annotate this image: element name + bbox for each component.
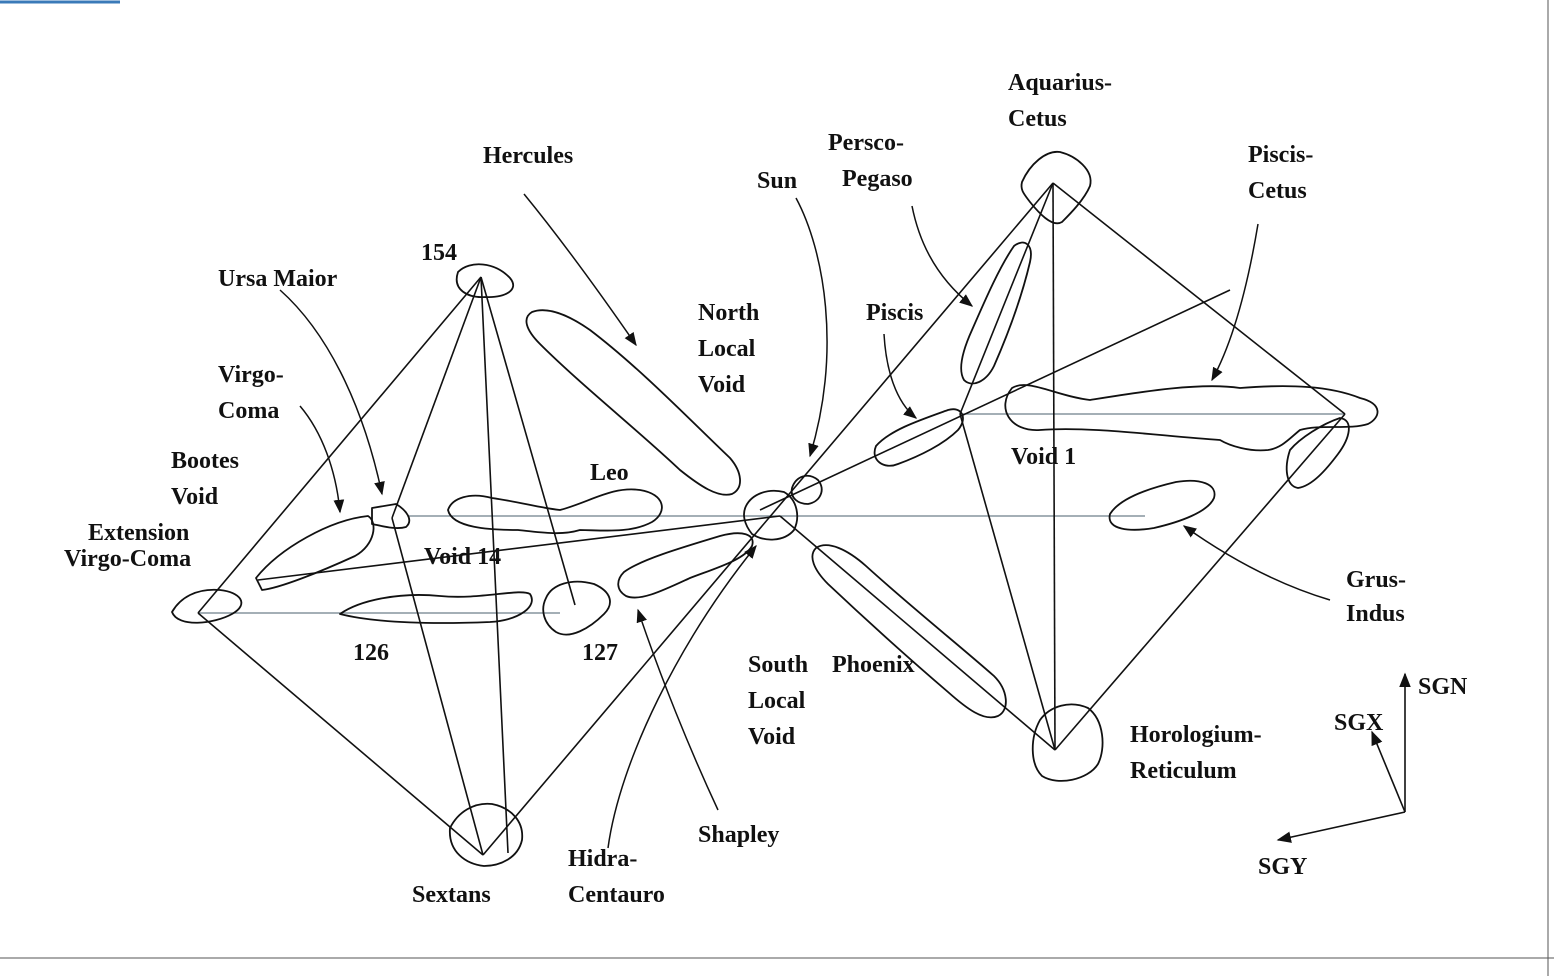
blob-local-group bbox=[743, 489, 799, 541]
blob-bootes-virgo-filament bbox=[255, 515, 375, 591]
label-sgn: SGN bbox=[1418, 674, 1468, 700]
label-persco-pegaso: Persco-Pegaso bbox=[828, 130, 913, 192]
label-leo: Leo bbox=[590, 460, 629, 486]
label-grus-indus: Grus-Indus bbox=[1346, 567, 1406, 627]
blob-extension-virgo-coma bbox=[171, 588, 243, 624]
filament-axes bbox=[198, 413, 1345, 614]
blob-horologium-reticulum bbox=[1031, 703, 1104, 782]
label-piscis: Piscis bbox=[866, 300, 923, 326]
blob-void14-left bbox=[339, 591, 533, 624]
blob-hercules-filament bbox=[525, 309, 741, 496]
label-shapley: Shapley bbox=[698, 822, 779, 848]
blob-piscis-cetus-tail bbox=[1285, 417, 1350, 489]
supergalactic-axes bbox=[1276, 672, 1411, 843]
labels: Aquarius-Cetus Persco-Pegaso Piscis-Cetu… bbox=[64, 70, 1468, 908]
label-sgy: SGY bbox=[1258, 854, 1307, 880]
label-sgx: SGX bbox=[1334, 710, 1384, 736]
blob-ursa-maior bbox=[371, 503, 411, 529]
blob-sextans bbox=[449, 802, 524, 867]
sgy-axis-arrow bbox=[1276, 811, 1406, 843]
blob-phoenix-filament bbox=[811, 544, 1007, 719]
label-void-1: Void 1 bbox=[1011, 444, 1076, 470]
sgx-axis-arrow bbox=[1371, 730, 1406, 813]
label-126: 126 bbox=[353, 640, 389, 666]
label-phoenix: Phoenix bbox=[832, 652, 915, 678]
blob-grus-indus bbox=[1108, 479, 1216, 531]
label-sextans: Sextans bbox=[412, 882, 491, 908]
blob-leo bbox=[447, 488, 663, 535]
structure-blobs bbox=[171, 151, 1379, 867]
blob-127 bbox=[542, 580, 611, 636]
label-piscis-cetus: Piscis-Cetus bbox=[1248, 142, 1313, 204]
structure-edges bbox=[197, 182, 1346, 856]
label-virgo-coma: Virgo-Coma bbox=[218, 362, 284, 424]
label-127: 127 bbox=[582, 640, 618, 666]
label-horologium-reticulum: Horologium-Reticulum bbox=[1130, 722, 1262, 784]
blob-hidra-centauro bbox=[617, 532, 754, 599]
label-sun: Sun bbox=[757, 168, 797, 194]
blob-persco-pegaso bbox=[960, 241, 1032, 385]
label-hercules: Hercules bbox=[483, 143, 573, 169]
blob-154 bbox=[455, 263, 515, 298]
label-void-14: Void 14 bbox=[424, 544, 501, 570]
pointer-arrows bbox=[279, 193, 1331, 849]
label-aquarius-cetus: Aquarius-Cetus bbox=[1008, 70, 1112, 132]
blob-void1-pisces-cetus bbox=[1004, 384, 1379, 452]
blob-sun bbox=[790, 474, 823, 505]
blob-piscis bbox=[873, 408, 964, 467]
label-ursa-maior: Ursa Maior bbox=[218, 266, 338, 292]
blob-aquarius-cetus bbox=[1020, 151, 1092, 225]
label-hidra-centauro: Hidra-Centauro bbox=[568, 846, 665, 908]
label-154: 154 bbox=[421, 240, 457, 266]
